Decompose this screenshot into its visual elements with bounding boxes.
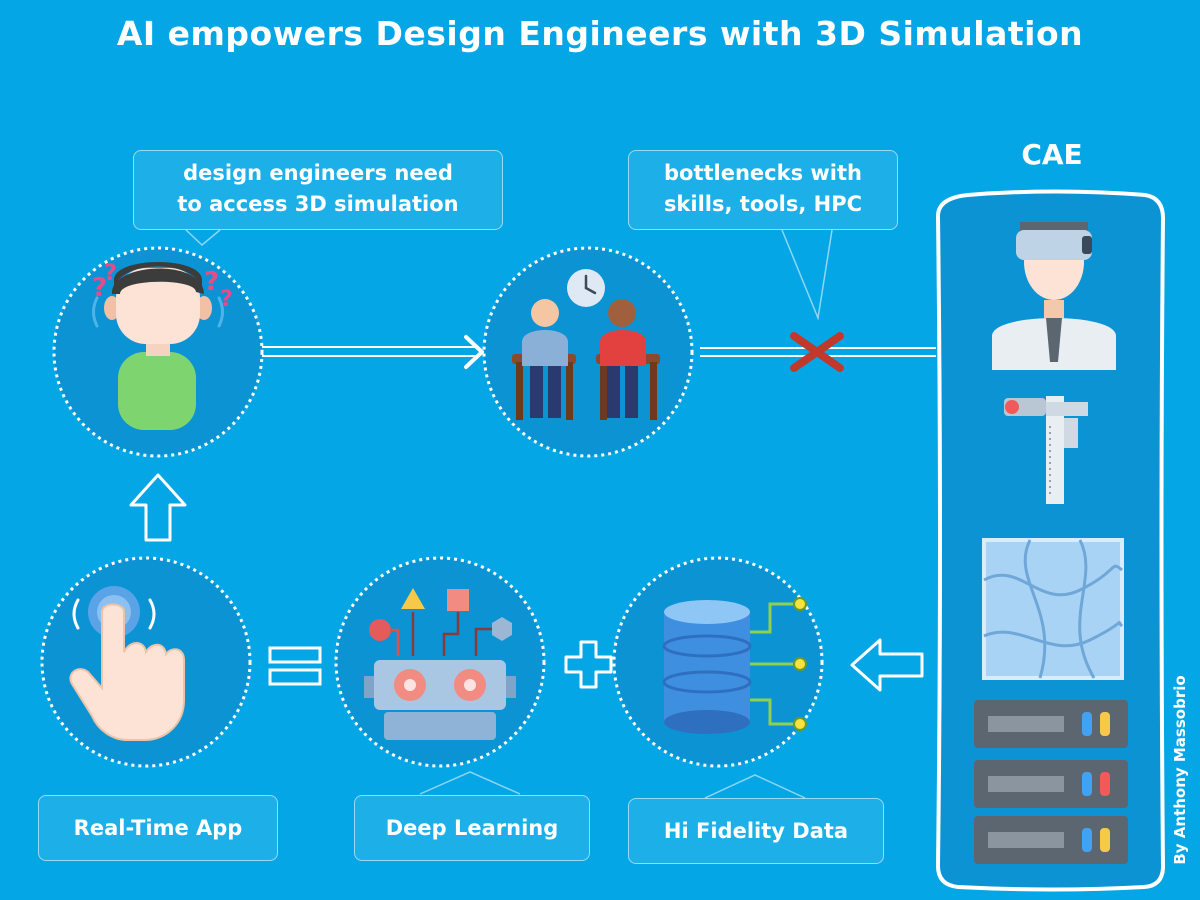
- equals-icon: [268, 646, 322, 686]
- question-mark-icon: ?: [104, 261, 117, 286]
- realtime-app-node: [40, 556, 252, 768]
- bottleneck-callout: bottlenecks with skills, tools, HPC: [628, 150, 898, 230]
- realtime-app-label: Real-Time App: [38, 795, 278, 861]
- plus-icon: [564, 640, 613, 689]
- bottleneck-callout-line1: bottlenecks with: [664, 161, 862, 185]
- connector-arrow-right: [262, 335, 484, 369]
- need-bubble-tail: [185, 229, 221, 247]
- question-mark-icon: ?: [92, 273, 107, 303]
- neural-machine-icon: [364, 588, 516, 740]
- mesh-icon: [982, 538, 1124, 680]
- deep-learning-node: [334, 556, 546, 768]
- waiting-people-node: [482, 246, 694, 458]
- question-mark-icon: ?: [220, 287, 233, 312]
- need-callout-line1: design engineers need: [183, 161, 453, 185]
- waiting-people-icon: [512, 299, 660, 420]
- confused-engineer-node: ? ? ? ?: [52, 246, 264, 458]
- hifi-data-label: Hi Fidelity Data: [628, 798, 884, 864]
- cae-title: CAE: [1021, 138, 1083, 171]
- database-icon: [662, 597, 807, 734]
- need-callout: design engineers need to access 3D simul…: [133, 150, 503, 230]
- bottleneck-callout-line2: skills, tools, HPC: [663, 192, 863, 216]
- cae-engineer-icon: [992, 222, 1116, 370]
- left-arrow-icon: [850, 638, 924, 692]
- dl-label-tail: [419, 771, 521, 795]
- deep-learning-label: Deep Learning: [354, 795, 590, 861]
- caliper-icon: [1004, 396, 1088, 504]
- cae-panel: [935, 189, 1166, 892]
- touch-hand-icon: [69, 586, 185, 741]
- server-rack-icon: [974, 700, 1128, 864]
- hifi-label-tail: [704, 774, 806, 799]
- bottleneck-bubble-tail: [781, 229, 833, 321]
- question-mark-icon: ?: [204, 267, 219, 297]
- confused-person-icon: [92, 262, 224, 430]
- page-title: AI empowers Design Engineers with 3D Sim…: [116, 14, 1084, 53]
- up-arrow-icon: [129, 473, 187, 542]
- author-credit: By Anthony Massobrio: [1171, 675, 1189, 865]
- need-callout-line2: to access 3D simulation: [177, 192, 459, 216]
- hifi-data-node: [612, 556, 824, 768]
- blocked-x-icon: [790, 332, 844, 372]
- clock-icon: [567, 269, 605, 307]
